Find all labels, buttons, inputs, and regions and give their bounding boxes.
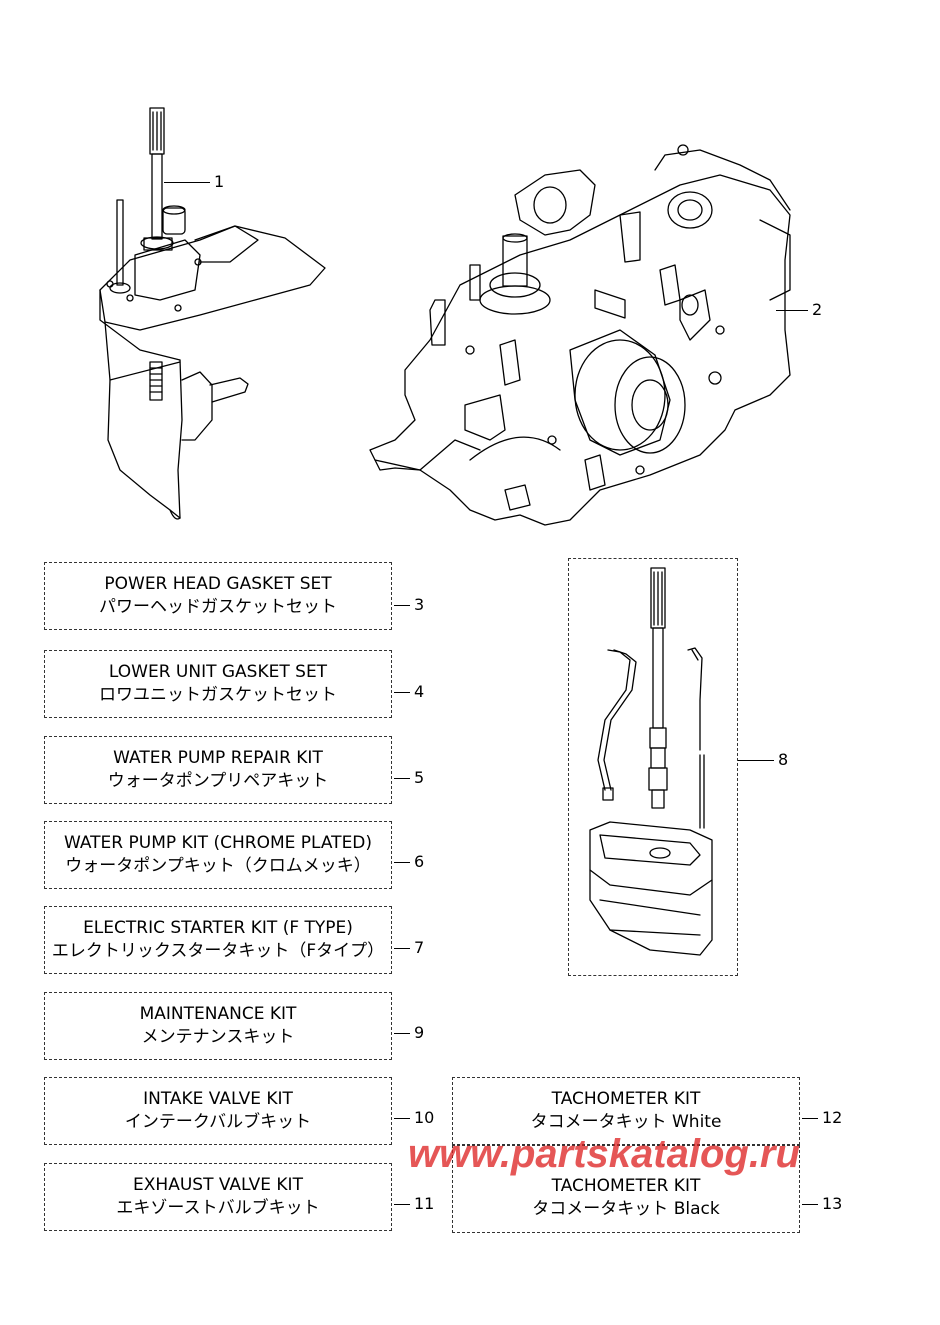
kit-power-head-gasket-set[interactable]: POWER HEAD GASKET SET パワーヘッドガスケットセット: [44, 562, 392, 630]
leader-line-4: [394, 692, 410, 693]
kit-title-jp: タコメータキット Black: [532, 1199, 720, 1219]
power-head-drawing: [369, 144, 791, 526]
kit-intake-valve[interactable]: INTAKE VALVE KIT インテークバルブキット: [44, 1077, 392, 1145]
kit-title-jp: タコメータキット White: [530, 1112, 722, 1132]
leader-line-5: [394, 778, 410, 779]
callout-13: 13: [822, 1194, 843, 1213]
callout-3: 3: [414, 595, 425, 614]
kit-maintenance[interactable]: MAINTENANCE KIT メンテナンスキット: [44, 992, 392, 1060]
watermark: www.partskatalog.ru: [408, 1132, 800, 1176]
kit-title-jp: ロワユニットガスケットセット: [99, 685, 337, 705]
callout-9: 9: [414, 1023, 425, 1042]
kit-title-jp: ウォータポンプリペアキット: [107, 771, 329, 791]
kit-title-en: WATER PUMP KIT (CHROME PLATED): [63, 833, 373, 853]
kit-title-en: MAINTENANCE KIT: [139, 1004, 297, 1024]
kit-title-jp: インテークバルブキット: [124, 1112, 312, 1132]
lower-unit-drawing: [99, 107, 326, 520]
callout-1: 1: [214, 172, 225, 191]
driveshaft-kit-box: [568, 558, 738, 976]
leader-line-6: [394, 862, 410, 863]
kit-title-en: ELECTRIC STARTER KIT (F TYPE): [83, 918, 353, 938]
kit-title-en: TACHOMETER KIT: [551, 1176, 701, 1196]
kit-tachometer-black[interactable]: TACHOMETER KIT タコメータキット Black: [452, 1145, 800, 1233]
leader-line-9: [394, 1033, 410, 1034]
kit-title-en: WATER PUMP REPAIR KIT: [113, 748, 323, 768]
kit-tachometer-white[interactable]: TACHOMETER KIT タコメータキット White: [452, 1077, 800, 1145]
kit-title-en: POWER HEAD GASKET SET: [104, 574, 332, 594]
leader-line-2: [776, 310, 808, 311]
kit-title-jp: ウォータポンプキット（クロムメッキ）: [65, 856, 371, 876]
leader-line-10: [394, 1118, 410, 1119]
callout-8: 8: [778, 750, 789, 769]
callout-7: 7: [414, 938, 425, 957]
callout-10: 10: [414, 1108, 435, 1127]
kit-electric-starter[interactable]: ELECTRIC STARTER KIT (F TYPE) エレクトリックスター…: [44, 906, 392, 974]
callout-5: 5: [414, 768, 425, 787]
leader-line-13: [802, 1204, 818, 1205]
kit-water-pump-chrome[interactable]: WATER PUMP KIT (CHROME PLATED) ウォータポンプキッ…: [44, 821, 392, 889]
kit-title-jp: パワーヘッドガスケットセット: [99, 597, 337, 617]
kit-title-en: TACHOMETER KIT: [551, 1089, 701, 1109]
kit-title-jp: メンテナンスキット: [141, 1027, 295, 1047]
callout-6: 6: [414, 852, 425, 871]
kit-water-pump-repair[interactable]: WATER PUMP REPAIR KIT ウォータポンプリペアキット: [44, 736, 392, 804]
leader-line-11: [394, 1204, 410, 1205]
leader-line-1: [164, 182, 210, 183]
kit-title-en: INTAKE VALVE KIT: [143, 1089, 293, 1109]
leader-line-3: [394, 605, 410, 606]
kit-exhaust-valve[interactable]: EXHAUST VALVE KIT エキゾーストバルブキット: [44, 1163, 392, 1231]
driveshaft-kit-drawing: [589, 567, 713, 956]
kit-title-en: EXHAUST VALVE KIT: [133, 1175, 303, 1195]
kit-title-jp: エレクトリックスタータキット（Fタイプ）: [51, 941, 385, 961]
leader-line-8: [738, 760, 774, 761]
callout-4: 4: [414, 682, 425, 701]
leader-line-7: [394, 948, 410, 949]
callout-2: 2: [812, 300, 823, 319]
leader-line-12: [802, 1118, 818, 1119]
kit-title-en: LOWER UNIT GASKET SET: [108, 662, 328, 682]
callout-11: 11: [414, 1194, 435, 1213]
kit-lower-unit-gasket-set[interactable]: LOWER UNIT GASKET SET ロワユニットガスケットセット: [44, 650, 392, 718]
callout-12: 12: [822, 1108, 843, 1127]
kit-title-jp: エキゾーストバルブキット: [116, 1198, 320, 1218]
